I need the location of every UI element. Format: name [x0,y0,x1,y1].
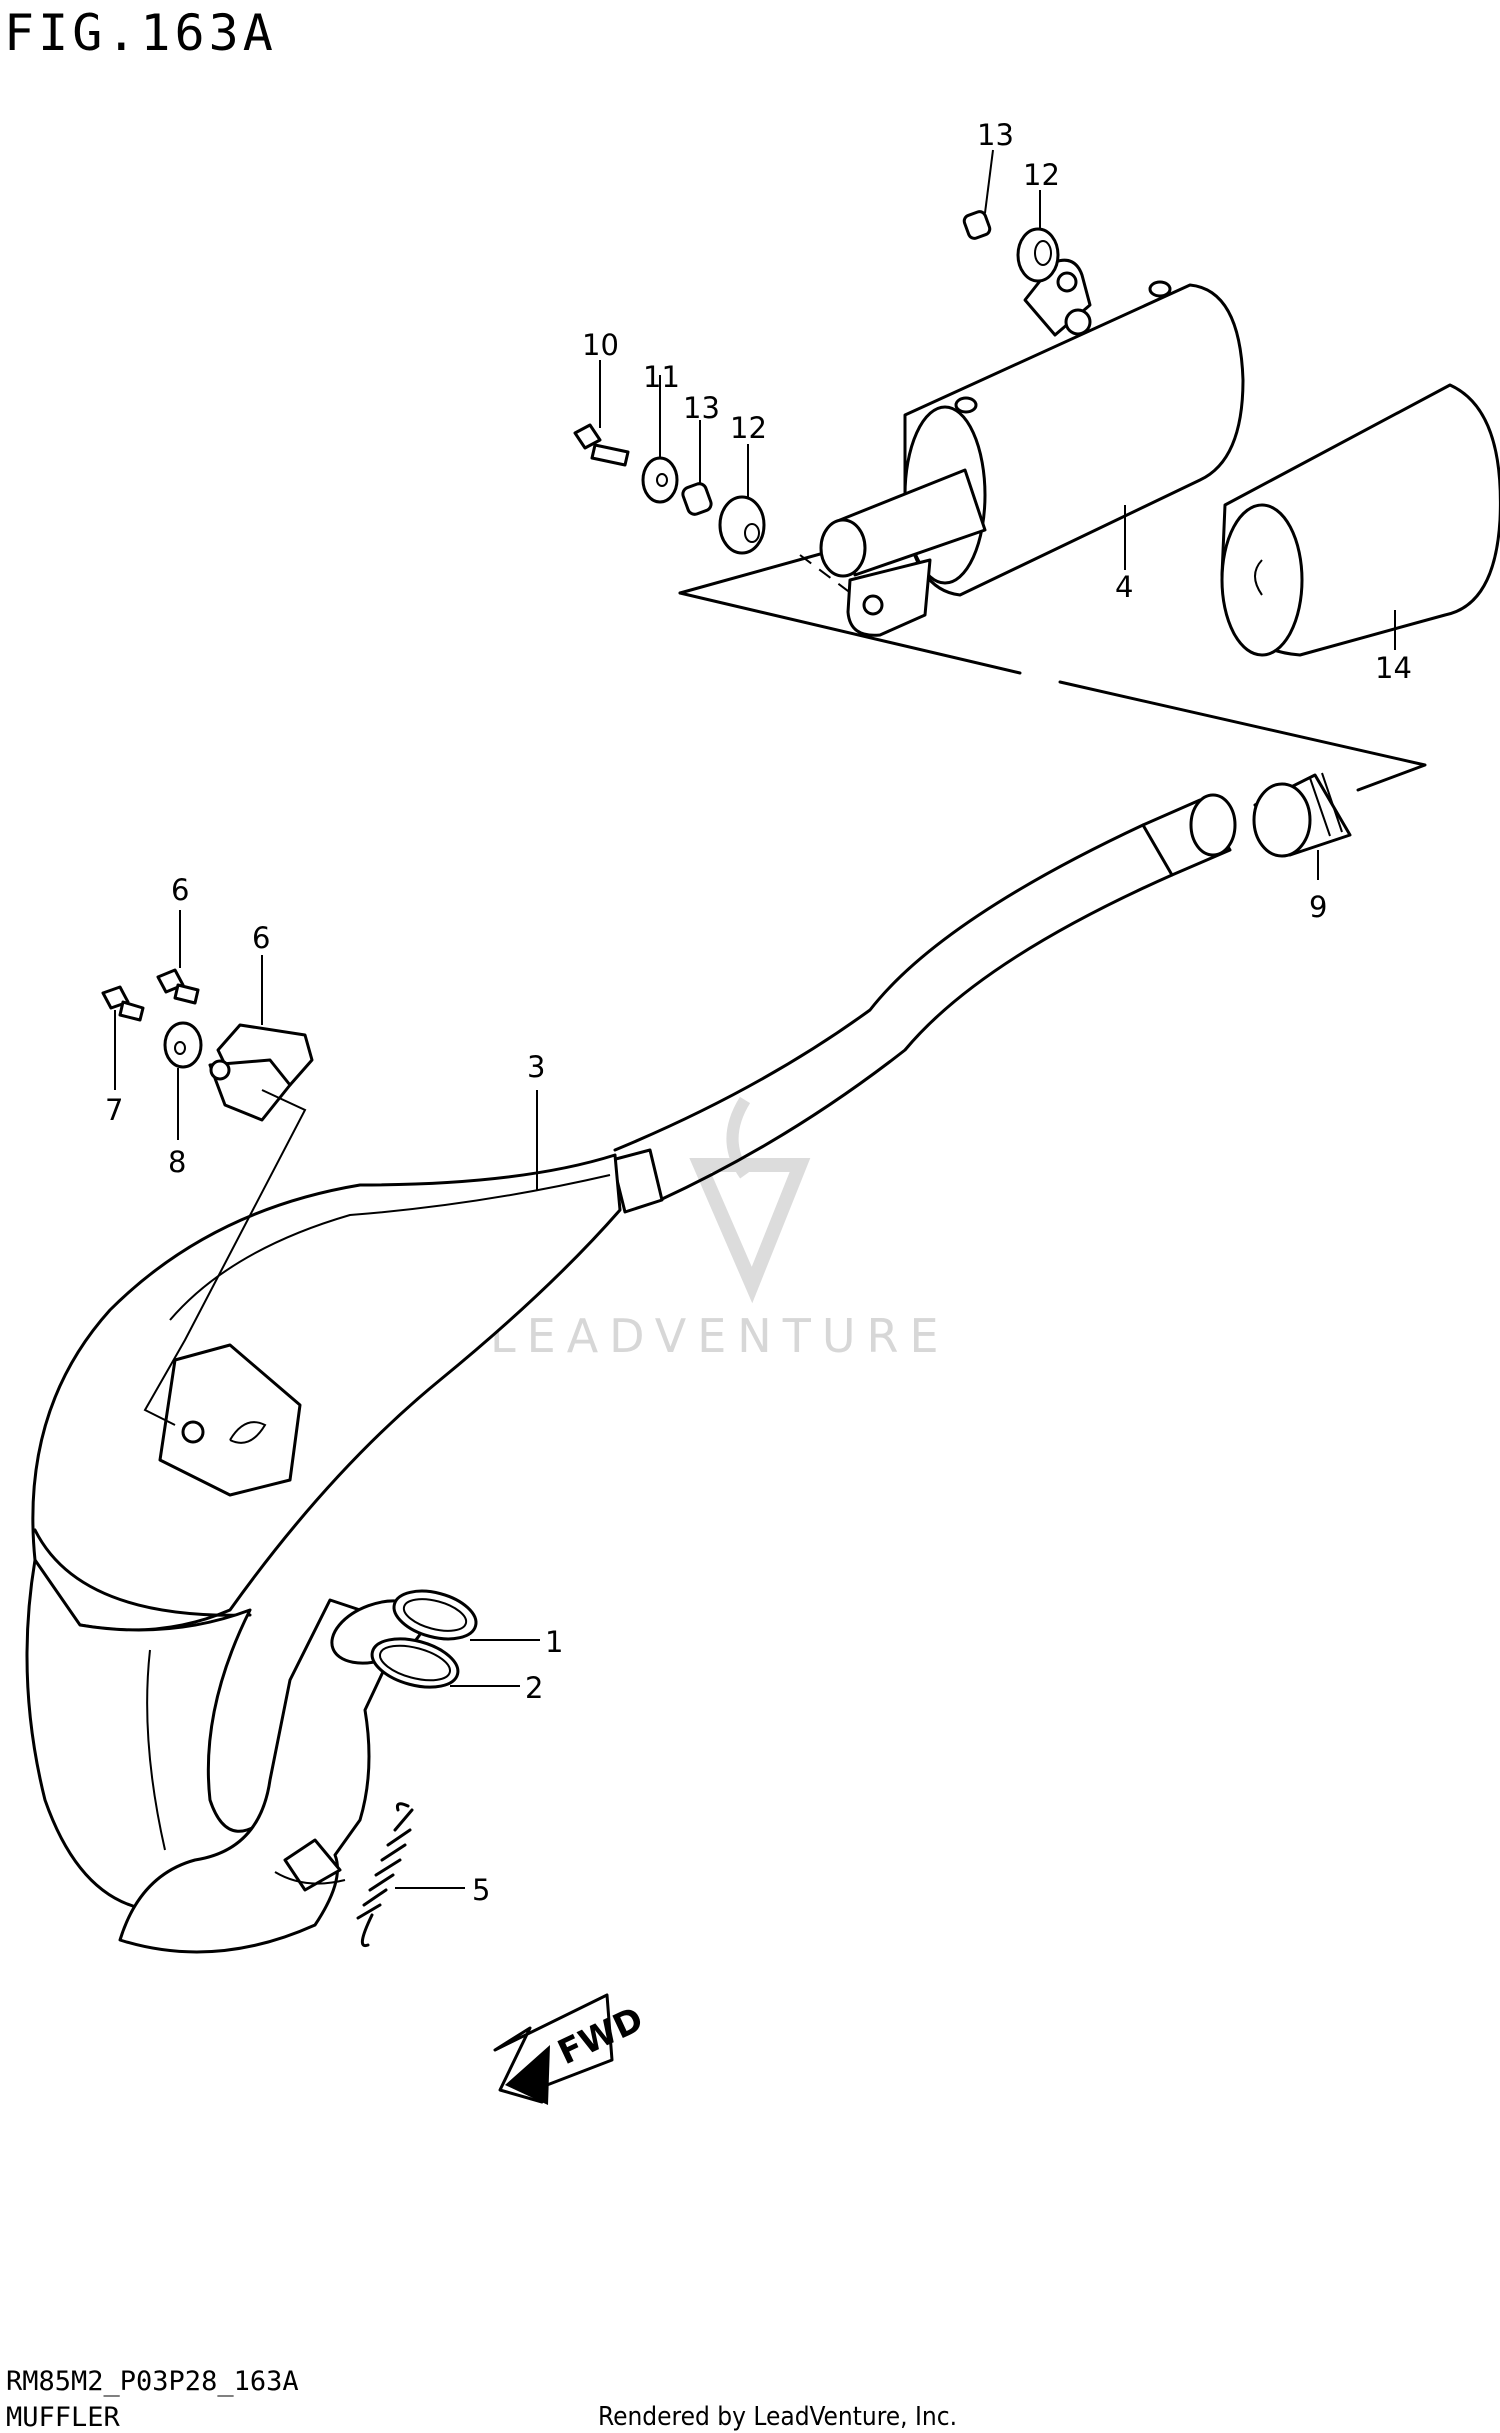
callout-6: 6 [252,921,270,955]
part-10-bolt[interactable] [573,423,630,467]
callout-10: 10 [582,328,619,362]
callout-4: 4 [1115,570,1133,604]
part-12-grommet-upper[interactable] [1016,227,1060,283]
part-13-collar-lower[interactable] [681,482,713,517]
callout-7-lower: 7 [105,1093,123,1127]
callout-9: 9 [1309,890,1327,924]
callout-leader-lines [114,149,1396,1889]
part-7-bolt-right[interactable] [156,968,200,1005]
callout-13-top: 13 [977,118,1014,152]
part-8-washer[interactable] [163,1021,203,1069]
part-3-exhaust-pipe[interactable] [25,793,1237,1954]
silencer-mount-hardware[interactable] [573,210,1060,555]
callout-8: 8 [168,1145,186,1179]
part-12-grommet-lower[interactable] [718,495,766,555]
render-credit: Rendered by LeadVenture, Inc. [598,2402,958,2432]
callout-14: 14 [1375,651,1412,685]
callout-7-upper: 6 [171,873,189,907]
callout-5: 5 [472,1873,490,1907]
callout-1: 1 [545,1625,563,1659]
diagram-code: RM85M2_P03P28_163A [6,2366,299,2397]
part-4-silencer[interactable] [819,258,1245,637]
part-2-o-ring[interactable] [367,1630,463,1695]
part-7-bolt-left[interactable] [101,985,145,1022]
callout-11: 11 [643,360,680,394]
part-1-gasket[interactable] [389,1583,482,1647]
callout-12-lower: 12 [730,411,767,445]
part-6-bracket[interactable] [143,1023,314,1426]
part-11-washer[interactable] [641,456,679,504]
callout-12-top: 12 [1023,158,1060,192]
part-14-muffler-cover[interactable] [1220,383,1500,657]
callout-13-lower: 13 [683,391,720,425]
callout-3: 3 [527,1050,545,1084]
watermark-text: LEADVENTURE [490,1309,950,1363]
fwd-direction-arrow: FWD [493,1993,649,2105]
callout-labels: 13 12 10 11 13 12 4 14 9 6 6 7 8 3 1 2 5 [105,118,1412,1907]
part-13-collar-upper[interactable] [962,210,992,240]
part-9-joint[interactable] [1252,772,1352,858]
part-5-spring[interactable] [356,1802,414,1948]
figure-title: FIG.163A [4,4,277,62]
diagram-name: MUFFLER [6,2402,120,2433]
leadventure-watermark-logo: LEADVENTURE [490,1096,950,1363]
callout-2: 2 [525,1671,543,1705]
